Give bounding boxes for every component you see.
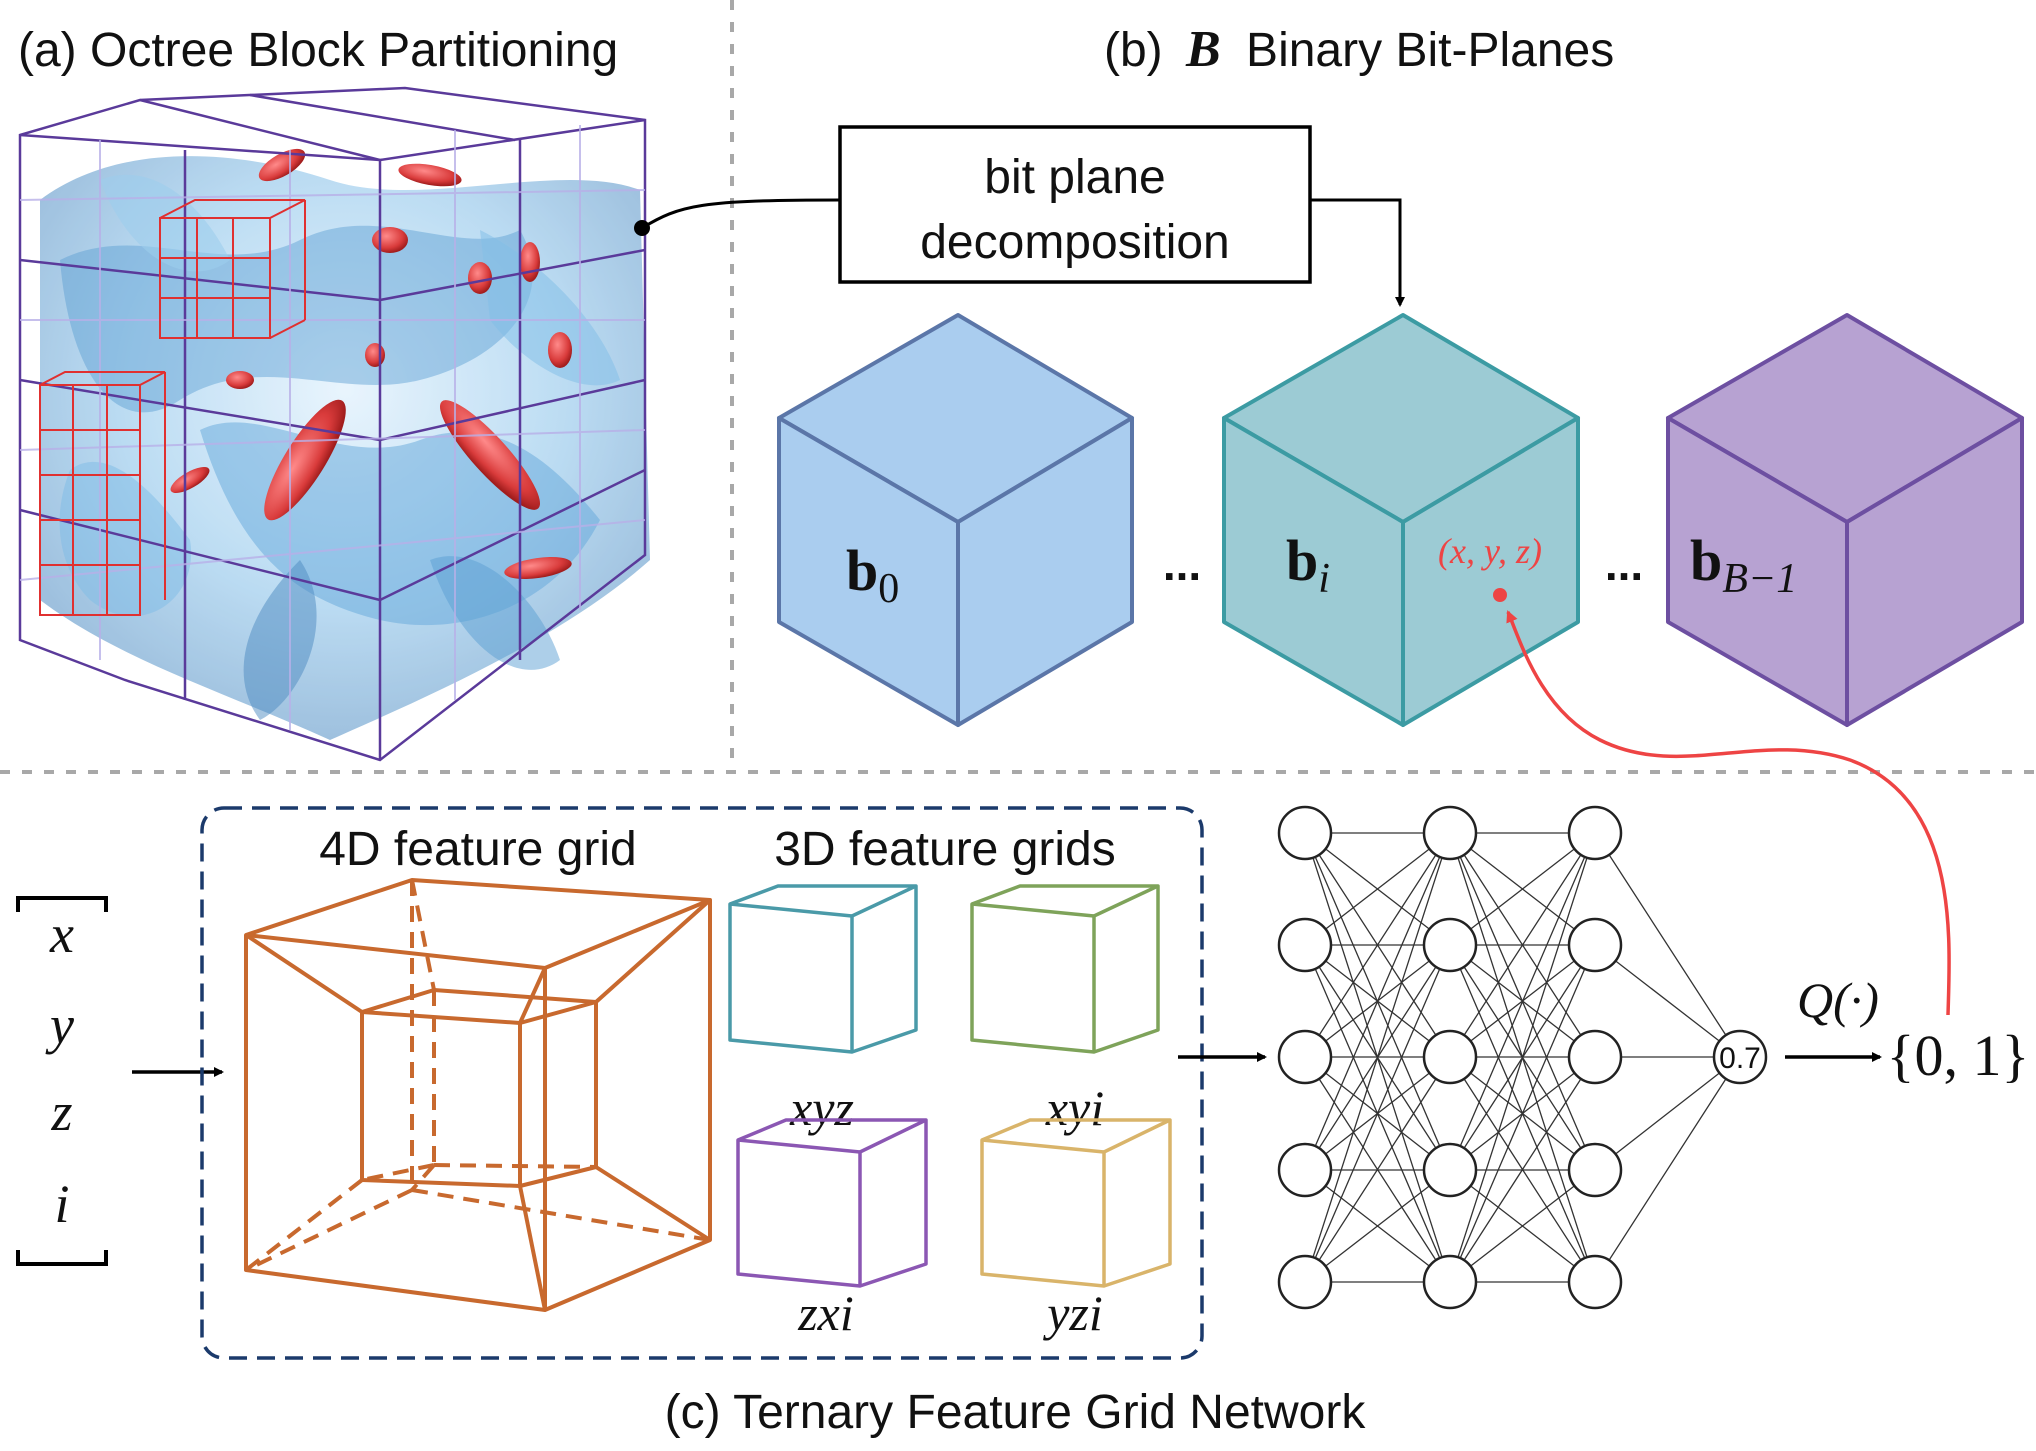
volume-to-decomposition-connector bbox=[634, 198, 841, 236]
three-d-grid-xyz-label: xyz bbox=[789, 1080, 854, 1136]
mlp-node-layer-3 bbox=[1567, 1029, 1623, 1085]
bit-plane-bi-symbol: b bbox=[1286, 528, 1318, 593]
panel-b-title: (b) B Binary Bit-Planes bbox=[1104, 21, 1614, 78]
mlp-edge bbox=[1594, 832, 1741, 1058]
mlp-edge bbox=[1304, 832, 1451, 1058]
ellipsis-2: ... bbox=[1605, 538, 1643, 590]
three-d-grid-label: 3D feature grids bbox=[774, 823, 1116, 876]
panel-c-title: (c) Ternary Feature Grid Network bbox=[665, 1386, 1367, 1439]
octree-fine-blocks bbox=[19, 125, 646, 730]
feedback-arrow bbox=[1506, 610, 1951, 1016]
mlp-edge bbox=[1304, 832, 1451, 1283]
input-vector: x y z i bbox=[16, 896, 108, 1266]
octree-refined-blocks-left bbox=[39, 371, 166, 616]
mlp-node-layer-3 bbox=[1567, 1142, 1623, 1198]
bit-plane-b0-subscript: 0 bbox=[878, 566, 899, 612]
mlp-edge bbox=[1304, 1056, 1451, 1283]
svg-text:bB−1: bB−1 bbox=[1690, 528, 1797, 602]
mlp-output-node bbox=[1712, 1029, 1768, 1085]
input-x: x bbox=[49, 904, 74, 964]
mlp-edge bbox=[1594, 944, 1741, 1058]
volume-blue-structures bbox=[40, 156, 650, 740]
output-set: {0, 1} bbox=[1887, 1023, 2030, 1088]
mlp-edge bbox=[1449, 832, 1596, 946]
octree-refined-blocks-top bbox=[159, 199, 306, 339]
decomposition-line-1: bit plane bbox=[984, 151, 1165, 204]
mlp-edge bbox=[1304, 832, 1451, 1171]
mlp-edge bbox=[1594, 1056, 1741, 1171]
mlp-edge bbox=[1449, 1056, 1596, 1283]
input-i: i bbox=[54, 1174, 69, 1234]
panel-b-suffix: Binary Bit-Planes bbox=[1246, 24, 1614, 77]
mlp-edges bbox=[1304, 832, 1741, 1283]
mlp-edge bbox=[1449, 832, 1596, 1283]
mlp-node-layer-1 bbox=[1277, 1254, 1333, 1310]
mlp-node-layer-2 bbox=[1422, 1029, 1478, 1085]
mlp-node-layer-2 bbox=[1422, 1254, 1478, 1310]
mlp-edge bbox=[1449, 832, 1596, 1058]
mlp-edge bbox=[1594, 1056, 1741, 1283]
three-d-grid-xyz bbox=[728, 884, 918, 1054]
feature-grid-container bbox=[200, 806, 1204, 1360]
panel-a-title: (a) Octree Block Partitioning bbox=[18, 24, 618, 77]
svg-text:b0: b0 bbox=[846, 538, 899, 612]
bit-plane-bB-1: bB−1 bbox=[1666, 313, 2024, 727]
coordinate-point bbox=[1493, 588, 1507, 602]
mlp-node-layer-2 bbox=[1422, 1142, 1478, 1198]
mlp-node-layer-2 bbox=[1422, 917, 1478, 973]
mlp-network bbox=[1277, 805, 1768, 1310]
input-y: y bbox=[45, 995, 74, 1055]
three-d-grid-zxi-label: zxi bbox=[797, 1285, 854, 1341]
mlp-edge bbox=[1304, 832, 1451, 946]
three-d-grid-xyi-label: xyi bbox=[1045, 1080, 1104, 1136]
mlp-node-layer-3 bbox=[1567, 917, 1623, 973]
mlp-node-layer-1 bbox=[1277, 1142, 1333, 1198]
mlp-node-layer-1 bbox=[1277, 917, 1333, 973]
three-d-grid-yzi bbox=[980, 1118, 1172, 1288]
input-z: z bbox=[50, 1082, 72, 1142]
mlp-node-layer-3 bbox=[1567, 805, 1623, 861]
svg-text:(b) B Binary Bit-P: (b) B Binary Bit-Planes bbox=[1104, 21, 1614, 78]
bit-plane-bB-1-symbol: b bbox=[1690, 528, 1722, 593]
octree-volume bbox=[18, 86, 650, 762]
svg-text:bi: bi bbox=[1286, 528, 1330, 602]
bit-plane-bB-1-subscript: B−1 bbox=[1722, 556, 1797, 602]
three-d-grid-zxi bbox=[736, 1118, 928, 1288]
panel-b-prefix: (b) bbox=[1104, 24, 1163, 77]
mlp-node-layer-2 bbox=[1422, 805, 1478, 861]
ellipsis-1: ... bbox=[1163, 538, 1201, 590]
mlp-edge bbox=[1449, 832, 1596, 1171]
mlp-edge bbox=[1304, 944, 1451, 1283]
three-d-grid-xyi bbox=[970, 884, 1160, 1054]
mlp-edge bbox=[1304, 1169, 1451, 1283]
mlp-node-layer-3 bbox=[1567, 1254, 1623, 1310]
decomposition-line-2: decomposition bbox=[920, 216, 1230, 269]
mlp-output-value: 0.7 bbox=[1719, 1042, 1761, 1075]
bit-plane-bi-subscript: i bbox=[1318, 556, 1330, 602]
bit-plane-bi: bi (x, y, z) bbox=[1222, 313, 1580, 727]
four-d-grid-label: 4D feature grid bbox=[319, 823, 637, 876]
three-d-grid-yzi-label: yzi bbox=[1042, 1285, 1103, 1341]
panel-b-symbol: B bbox=[1185, 21, 1221, 78]
quantizer-label: Q(·) bbox=[1797, 972, 1879, 1028]
four-d-feature-grid bbox=[244, 878, 712, 1312]
mlp-node-layer-1 bbox=[1277, 805, 1333, 861]
bit-plane-b0-symbol: b bbox=[846, 538, 878, 603]
mlp-edge bbox=[1449, 944, 1596, 1283]
coordinate-label: (x, y, z) bbox=[1438, 531, 1542, 571]
decomposition-box: bit plane decomposition bbox=[838, 125, 1312, 284]
mlp-edge bbox=[1449, 1169, 1596, 1283]
mlp-nodes bbox=[1277, 805, 1768, 1310]
decomposition-arrow bbox=[1310, 198, 1405, 307]
bit-plane-b0: b0 bbox=[777, 313, 1134, 727]
mlp-node-layer-1 bbox=[1277, 1029, 1333, 1085]
octree-outer-blocks bbox=[18, 86, 647, 762]
